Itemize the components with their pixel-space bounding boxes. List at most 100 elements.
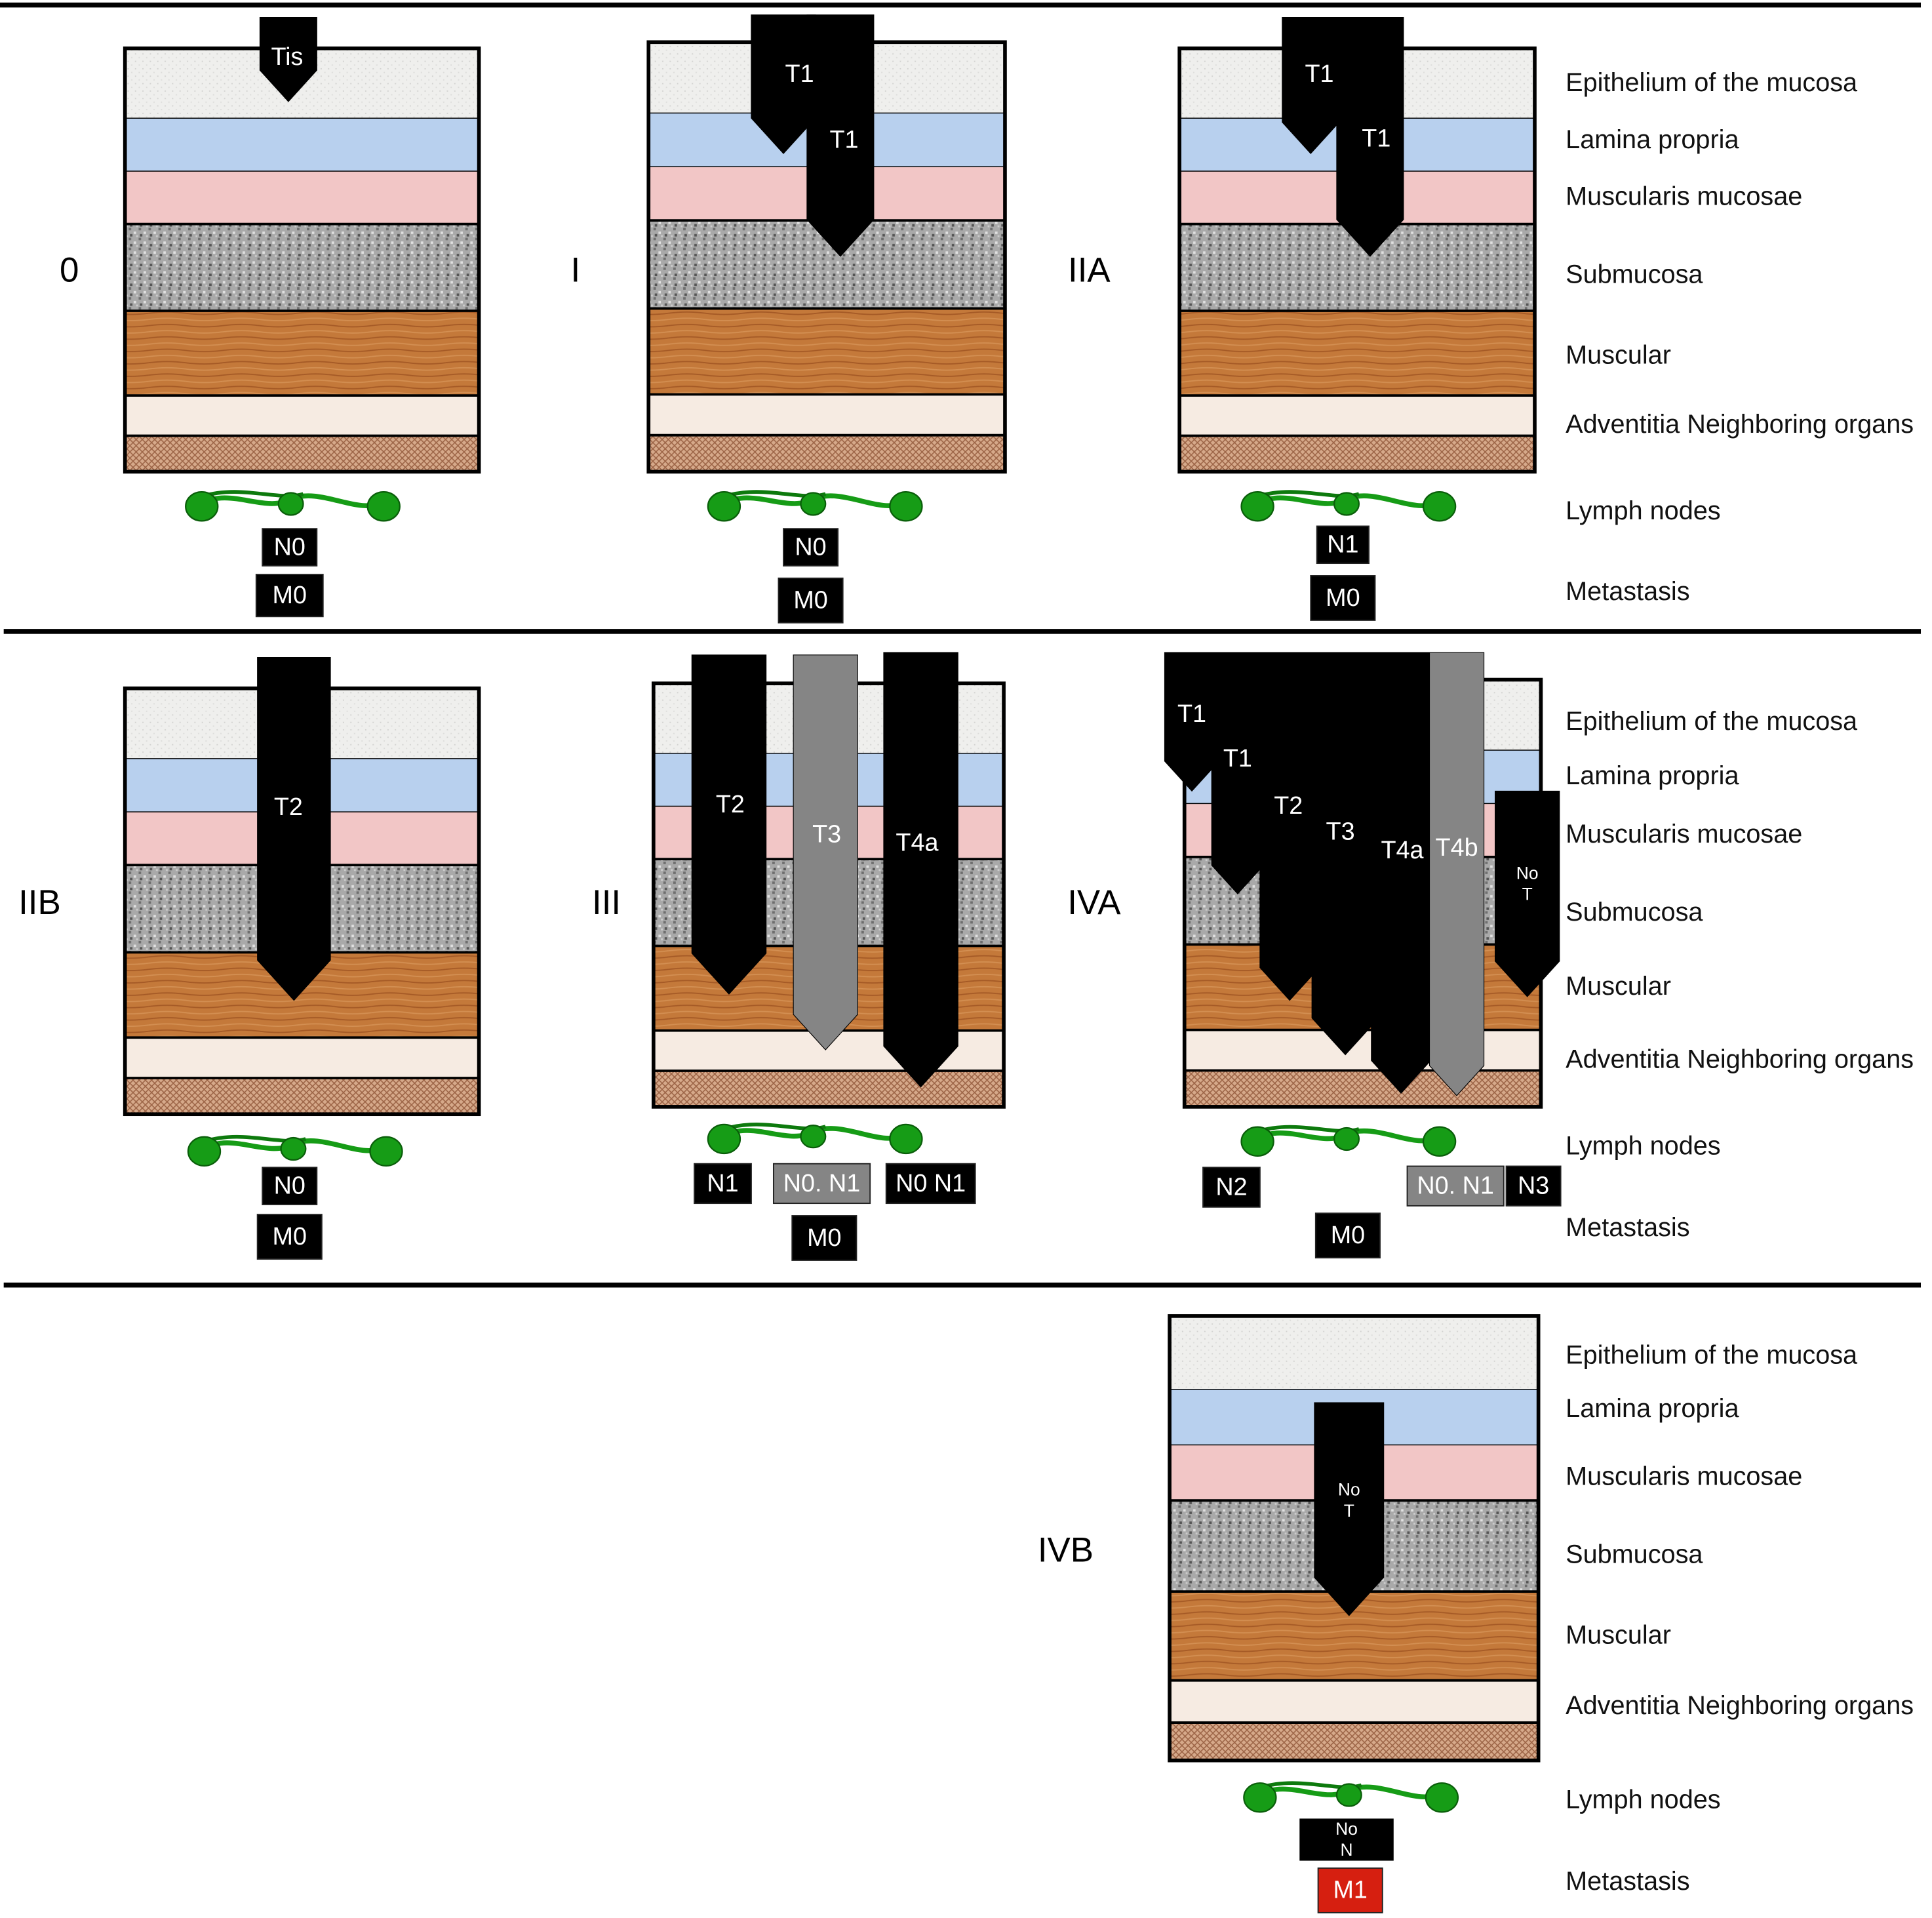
node-label: N0. N1 — [1417, 1172, 1494, 1199]
lymph-node-icon — [1422, 491, 1457, 522]
node-label-box — [1406, 1165, 1505, 1207]
stage-label: IIB — [18, 883, 61, 922]
metastasis-label-box — [791, 1215, 858, 1261]
lymph-node-icon — [1333, 1127, 1360, 1151]
adventitia-layer — [125, 1037, 479, 1078]
legend-adventitia: Adventitia Neighboring organs — [1566, 410, 1914, 439]
legend-adventitia: Adventitia Neighboring organs — [1566, 1691, 1914, 1720]
neighboring-organs-layer — [125, 1077, 479, 1115]
row-separator — [3, 1282, 1922, 1288]
muscular-layer — [125, 311, 479, 396]
node-label: N1 — [1327, 530, 1358, 558]
stage-label: IVA — [1067, 883, 1121, 922]
tumor-label: No T — [1337, 1479, 1360, 1521]
lymph-node-icon — [707, 1123, 741, 1155]
node-label-box — [1202, 1167, 1261, 1208]
tumor-t1-body — [1282, 17, 1404, 117]
node-label: N0. N1 — [783, 1169, 861, 1197]
tumor-mass-top — [1164, 652, 1431, 727]
tumor-label: T2 — [716, 790, 745, 818]
node-label: N3 — [1518, 1172, 1549, 1199]
muscular-layer — [648, 308, 1005, 395]
metastasis-label-box — [1317, 1867, 1383, 1913]
tumor-label: No T — [1516, 862, 1539, 904]
metastasis-label-box — [256, 1214, 323, 1260]
adventitia-layer — [1179, 395, 1535, 436]
legend-epithelium: Epithelium of the mucosa — [1566, 68, 1858, 97]
node-label: N0 N1 — [896, 1169, 966, 1197]
stage-label: IVB — [1038, 1530, 1094, 1569]
tumor-label: T3 — [1326, 818, 1355, 845]
legend-lymph-nodes: Lymph nodes — [1566, 1785, 1720, 1814]
lymph-node-icon — [889, 1123, 923, 1155]
tumor-label: T1 — [830, 125, 859, 153]
lymph-node-icon — [1243, 1782, 1277, 1813]
lymph-node-icon — [280, 1136, 307, 1161]
legend-muscularis-mucosae: Muscularis mucosae — [1566, 1462, 1802, 1491]
stage-label: IIA — [1068, 250, 1111, 289]
metastasis-label-box — [778, 577, 844, 624]
metastasis-label-box — [1314, 1212, 1381, 1259]
tumor-label: T2 — [274, 793, 303, 820]
stage-label: I — [571, 250, 581, 289]
adventitia-layer — [648, 394, 1005, 435]
node-label: N0 — [274, 1172, 306, 1199]
node-label-box — [1316, 525, 1370, 565]
neighboring-organs-layer — [1170, 1723, 1539, 1761]
node-label-box — [262, 528, 318, 567]
row-separator — [3, 629, 1922, 634]
lymph-node-icon — [889, 491, 923, 522]
node-label-box — [783, 528, 839, 567]
metastasis-label: M0 — [273, 581, 307, 609]
neighboring-organs-layer — [648, 435, 1005, 472]
neighboring-organs-layer — [653, 1070, 1004, 1107]
legend-metastasis: Metastasis — [1566, 577, 1689, 606]
legend-lamina: Lamina propria — [1566, 125, 1739, 154]
lymph-node-icon — [800, 1125, 827, 1149]
submucosa-layer — [125, 224, 479, 311]
legend-metastasis: Metastasis — [1566, 1867, 1689, 1896]
tumor-label: T1 — [1177, 700, 1206, 727]
lamina-layer — [125, 118, 479, 171]
neighboring-organs-layer — [1179, 435, 1535, 472]
node-label-box — [694, 1163, 752, 1205]
lymph-node-icon — [369, 1136, 403, 1167]
lymph-node-icon — [1333, 492, 1360, 516]
legend-lamina: Lamina propria — [1566, 761, 1739, 790]
metastasis-label: M0 — [793, 586, 827, 614]
legend-muscularis-mucosae: Muscularis mucosae — [1566, 820, 1802, 849]
tumor-label: T3 — [812, 820, 841, 847]
node-label-box — [1299, 1818, 1394, 1861]
tumor-no-t — [1314, 1402, 1385, 1616]
metastasis-label-box — [1310, 575, 1376, 621]
metastasis-label-box — [255, 574, 324, 618]
legend-submucosa: Submucosa — [1566, 898, 1703, 927]
muscular-layer — [1179, 311, 1535, 396]
lymph-node-icon — [1422, 1126, 1457, 1157]
epithelium-layer — [1170, 1315, 1539, 1389]
tumor-t3 — [793, 654, 858, 1050]
tumor-label: Tis — [271, 43, 304, 70]
neighboring-organs-layer — [1184, 1070, 1541, 1107]
muscularis-mucosae-layer — [125, 170, 479, 224]
tumor-label: T4b — [1436, 833, 1478, 861]
lymph-node-icon — [187, 1136, 222, 1167]
no-t-wrap: No T — [1516, 862, 1539, 904]
node-label-box — [885, 1163, 976, 1205]
adventitia-layer — [1170, 1680, 1539, 1723]
lymph-node-icon — [707, 491, 741, 522]
legend-lymph-nodes: Lymph nodes — [1566, 496, 1720, 525]
lymph-node-icon — [1425, 1782, 1459, 1813]
metastasis-label: M1 — [1333, 1876, 1367, 1904]
tumor-label: T4a — [1381, 836, 1423, 864]
tumor-label: T1 — [1362, 124, 1390, 151]
